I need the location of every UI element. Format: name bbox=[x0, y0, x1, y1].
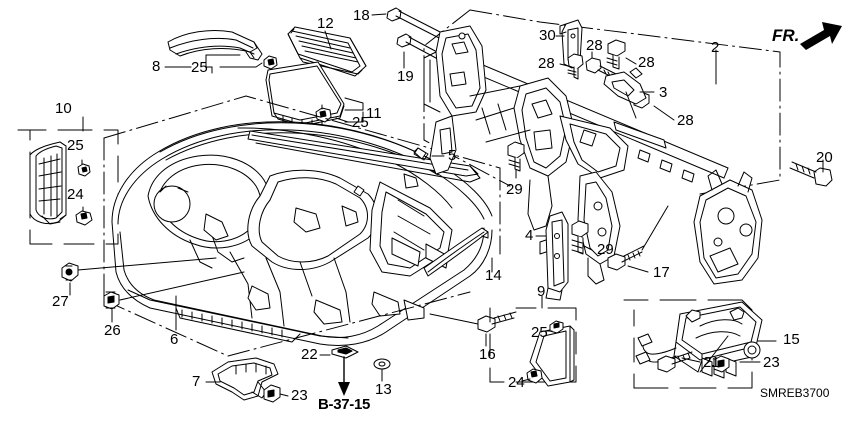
callout-16: 16 bbox=[479, 346, 496, 363]
part-23-clip-b bbox=[713, 355, 730, 373]
callout-28-c: 28 bbox=[638, 54, 655, 71]
callout-29-b: 29 bbox=[597, 241, 614, 258]
part-21-bolt bbox=[657, 351, 693, 373]
part-14-garnish-strip bbox=[423, 227, 489, 277]
callout-19: 19 bbox=[397, 68, 414, 85]
callout-17: 17 bbox=[653, 264, 670, 281]
leader-11-b bbox=[344, 111, 364, 123]
leader-25-b bbox=[205, 54, 241, 68]
leader-29-b bbox=[583, 245, 593, 251]
part-22-clip bbox=[331, 345, 359, 359]
callout-23-b: 23 bbox=[763, 354, 780, 371]
leader-27-to-part bbox=[77, 257, 217, 271]
callout-12: 12 bbox=[317, 15, 334, 32]
reference-tag-b-37-15: B-37-15 bbox=[318, 396, 371, 413]
part-26-clip bbox=[103, 291, 120, 310]
callout-11: 11 bbox=[366, 105, 382, 122]
callout-30: 30 bbox=[539, 27, 556, 44]
callout-14: 14 bbox=[485, 267, 502, 284]
fr-label: FR. bbox=[772, 26, 800, 45]
part-10-defroster-grille bbox=[29, 141, 67, 225]
callout-22: 22 bbox=[301, 346, 318, 363]
leader-25-to-clip bbox=[219, 62, 263, 68]
phantom-outline-main bbox=[103, 95, 501, 357]
part-28-bolt-c bbox=[606, 39, 626, 70]
callout-25-c: 25 bbox=[352, 114, 369, 131]
callout-25-a: 25 bbox=[191, 59, 208, 76]
part-20-bolt bbox=[789, 161, 833, 187]
leader-21-phantom bbox=[699, 335, 729, 373]
callout-13: 13 bbox=[375, 381, 392, 398]
part-25-clip-b bbox=[263, 55, 278, 70]
part-8-side-trim bbox=[167, 29, 263, 61]
callout-28-b: 28 bbox=[586, 37, 603, 54]
part-25-clip-c bbox=[315, 104, 332, 123]
callout-27: 27 bbox=[52, 293, 69, 310]
part-23-clip-a bbox=[263, 384, 281, 403]
callout-23-a: 23 bbox=[291, 387, 308, 404]
callout-25-b: 25 bbox=[67, 137, 84, 154]
part-12-defroster-grille bbox=[287, 26, 367, 77]
part-6-instrument-panel bbox=[111, 121, 493, 346]
leader-23-a bbox=[279, 393, 289, 397]
fr-arrow-icon bbox=[800, 22, 842, 50]
callout-28-d: 28 bbox=[677, 112, 694, 129]
callout-8: 8 bbox=[152, 58, 161, 75]
callout-28-a: 28 bbox=[538, 55, 555, 72]
leader-17-phantom bbox=[641, 205, 669, 251]
leader-28-d bbox=[653, 105, 675, 121]
reference-arrow bbox=[338, 356, 350, 396]
leader-17 bbox=[627, 265, 649, 273]
callout-24-b: 24 bbox=[508, 374, 525, 391]
part-24-clip-a bbox=[75, 206, 93, 226]
callout-4: 4 bbox=[525, 227, 534, 244]
part-28-bolt-a bbox=[567, 53, 584, 80]
part-3-bracket bbox=[603, 67, 647, 105]
part-5-pin bbox=[413, 147, 429, 161]
callout-7: 7 bbox=[192, 373, 201, 390]
part-29-bolt-a bbox=[507, 141, 525, 172]
leader-26-to-part bbox=[119, 271, 245, 301]
leader-21 bbox=[681, 357, 701, 363]
part-13-grommet bbox=[373, 358, 391, 370]
leader-11 bbox=[344, 97, 364, 111]
callout-15: 15 bbox=[783, 331, 800, 348]
leader-28-c bbox=[625, 57, 637, 65]
part-15-electronic-module bbox=[635, 301, 763, 379]
callout-9: 9 bbox=[537, 283, 546, 300]
leader-16-phantom bbox=[429, 313, 479, 325]
leader-25-c bbox=[335, 117, 349, 123]
callout-18: 18 bbox=[353, 7, 370, 24]
sheet-code: SMREB3700 bbox=[760, 386, 830, 400]
callout-29-a: 29 bbox=[506, 181, 523, 198]
callout-25-d: 25 bbox=[531, 324, 548, 341]
leader-24-b bbox=[521, 378, 531, 382]
leader-18 bbox=[371, 13, 387, 16]
part-25-clip-a bbox=[77, 159, 91, 177]
leader-28-a bbox=[559, 63, 569, 67]
part-27-clip bbox=[61, 262, 79, 282]
callout-26: 26 bbox=[104, 322, 121, 339]
part-29-bolt-b bbox=[571, 220, 589, 255]
callout-5: 5 bbox=[448, 147, 457, 164]
callout-21: 21 bbox=[703, 354, 720, 371]
part-16-bolt bbox=[477, 311, 517, 333]
part-17-bolt bbox=[607, 245, 645, 271]
orientation-marker: FR. bbox=[772, 26, 799, 46]
part-4-bracket bbox=[539, 211, 569, 301]
callout-3: 3 bbox=[659, 84, 668, 101]
leader-3-phantom bbox=[625, 91, 637, 119]
callout-6: 6 bbox=[170, 331, 179, 348]
leader-12 bbox=[324, 30, 332, 50]
part-24-clip-b bbox=[526, 368, 543, 384]
group-9-box bbox=[489, 307, 577, 383]
callout-10: 10 bbox=[55, 100, 72, 117]
callout-24-a: 24 bbox=[67, 186, 84, 203]
part-11-cover-panel bbox=[265, 61, 345, 127]
part-2-steering-hanger-beam bbox=[423, 25, 763, 285]
callout-20: 20 bbox=[816, 149, 833, 166]
callout-2: 2 bbox=[711, 39, 720, 56]
